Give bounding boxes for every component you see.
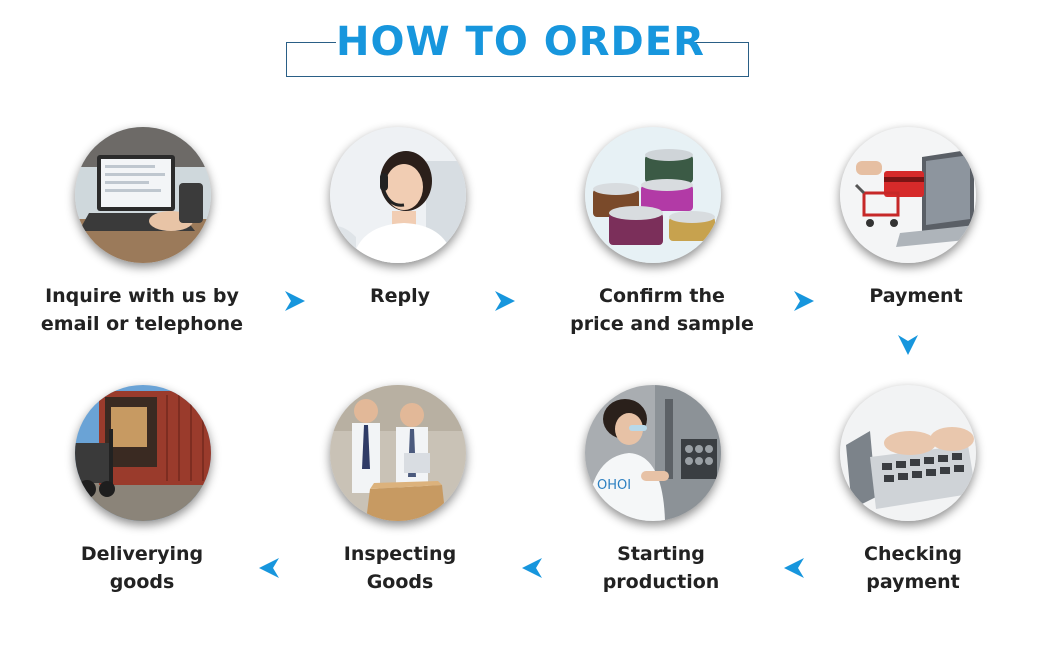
factory-worker-icon: OHOI bbox=[585, 385, 721, 521]
step-label: Starting production bbox=[602, 543, 720, 593]
laptop-typing-icon bbox=[75, 127, 211, 263]
headset-operator-icon bbox=[330, 127, 466, 263]
arrow-right-icon bbox=[793, 290, 815, 312]
step-label: Confirm the price and sample bbox=[570, 285, 754, 335]
keyboard-typing-icon bbox=[840, 385, 976, 521]
step-label: Checking payment bbox=[864, 543, 962, 593]
inspectors-box-icon bbox=[330, 385, 466, 521]
svg-text:OHOI: OHOI bbox=[597, 478, 631, 493]
arrow-left-icon bbox=[783, 557, 805, 579]
wire-spools-icon bbox=[585, 127, 721, 263]
arrow-down-icon bbox=[897, 334, 919, 356]
arrow-left-icon bbox=[521, 557, 543, 579]
step-label: Inspecting Goods bbox=[343, 543, 457, 593]
credit-card-cart-icon bbox=[840, 127, 976, 263]
step-label: Inquire with us by email or telephone bbox=[40, 285, 244, 335]
step-label: Deliverying goods bbox=[80, 543, 204, 593]
arrow-right-icon bbox=[284, 290, 306, 312]
step-label: Payment bbox=[869, 285, 963, 307]
arrow-left-icon bbox=[258, 557, 280, 579]
forklift-container-icon bbox=[75, 385, 211, 521]
page-title: HOW TO ORDER bbox=[336, 14, 704, 70]
arrow-right-icon bbox=[494, 290, 516, 312]
step-label: Reply bbox=[369, 285, 430, 307]
